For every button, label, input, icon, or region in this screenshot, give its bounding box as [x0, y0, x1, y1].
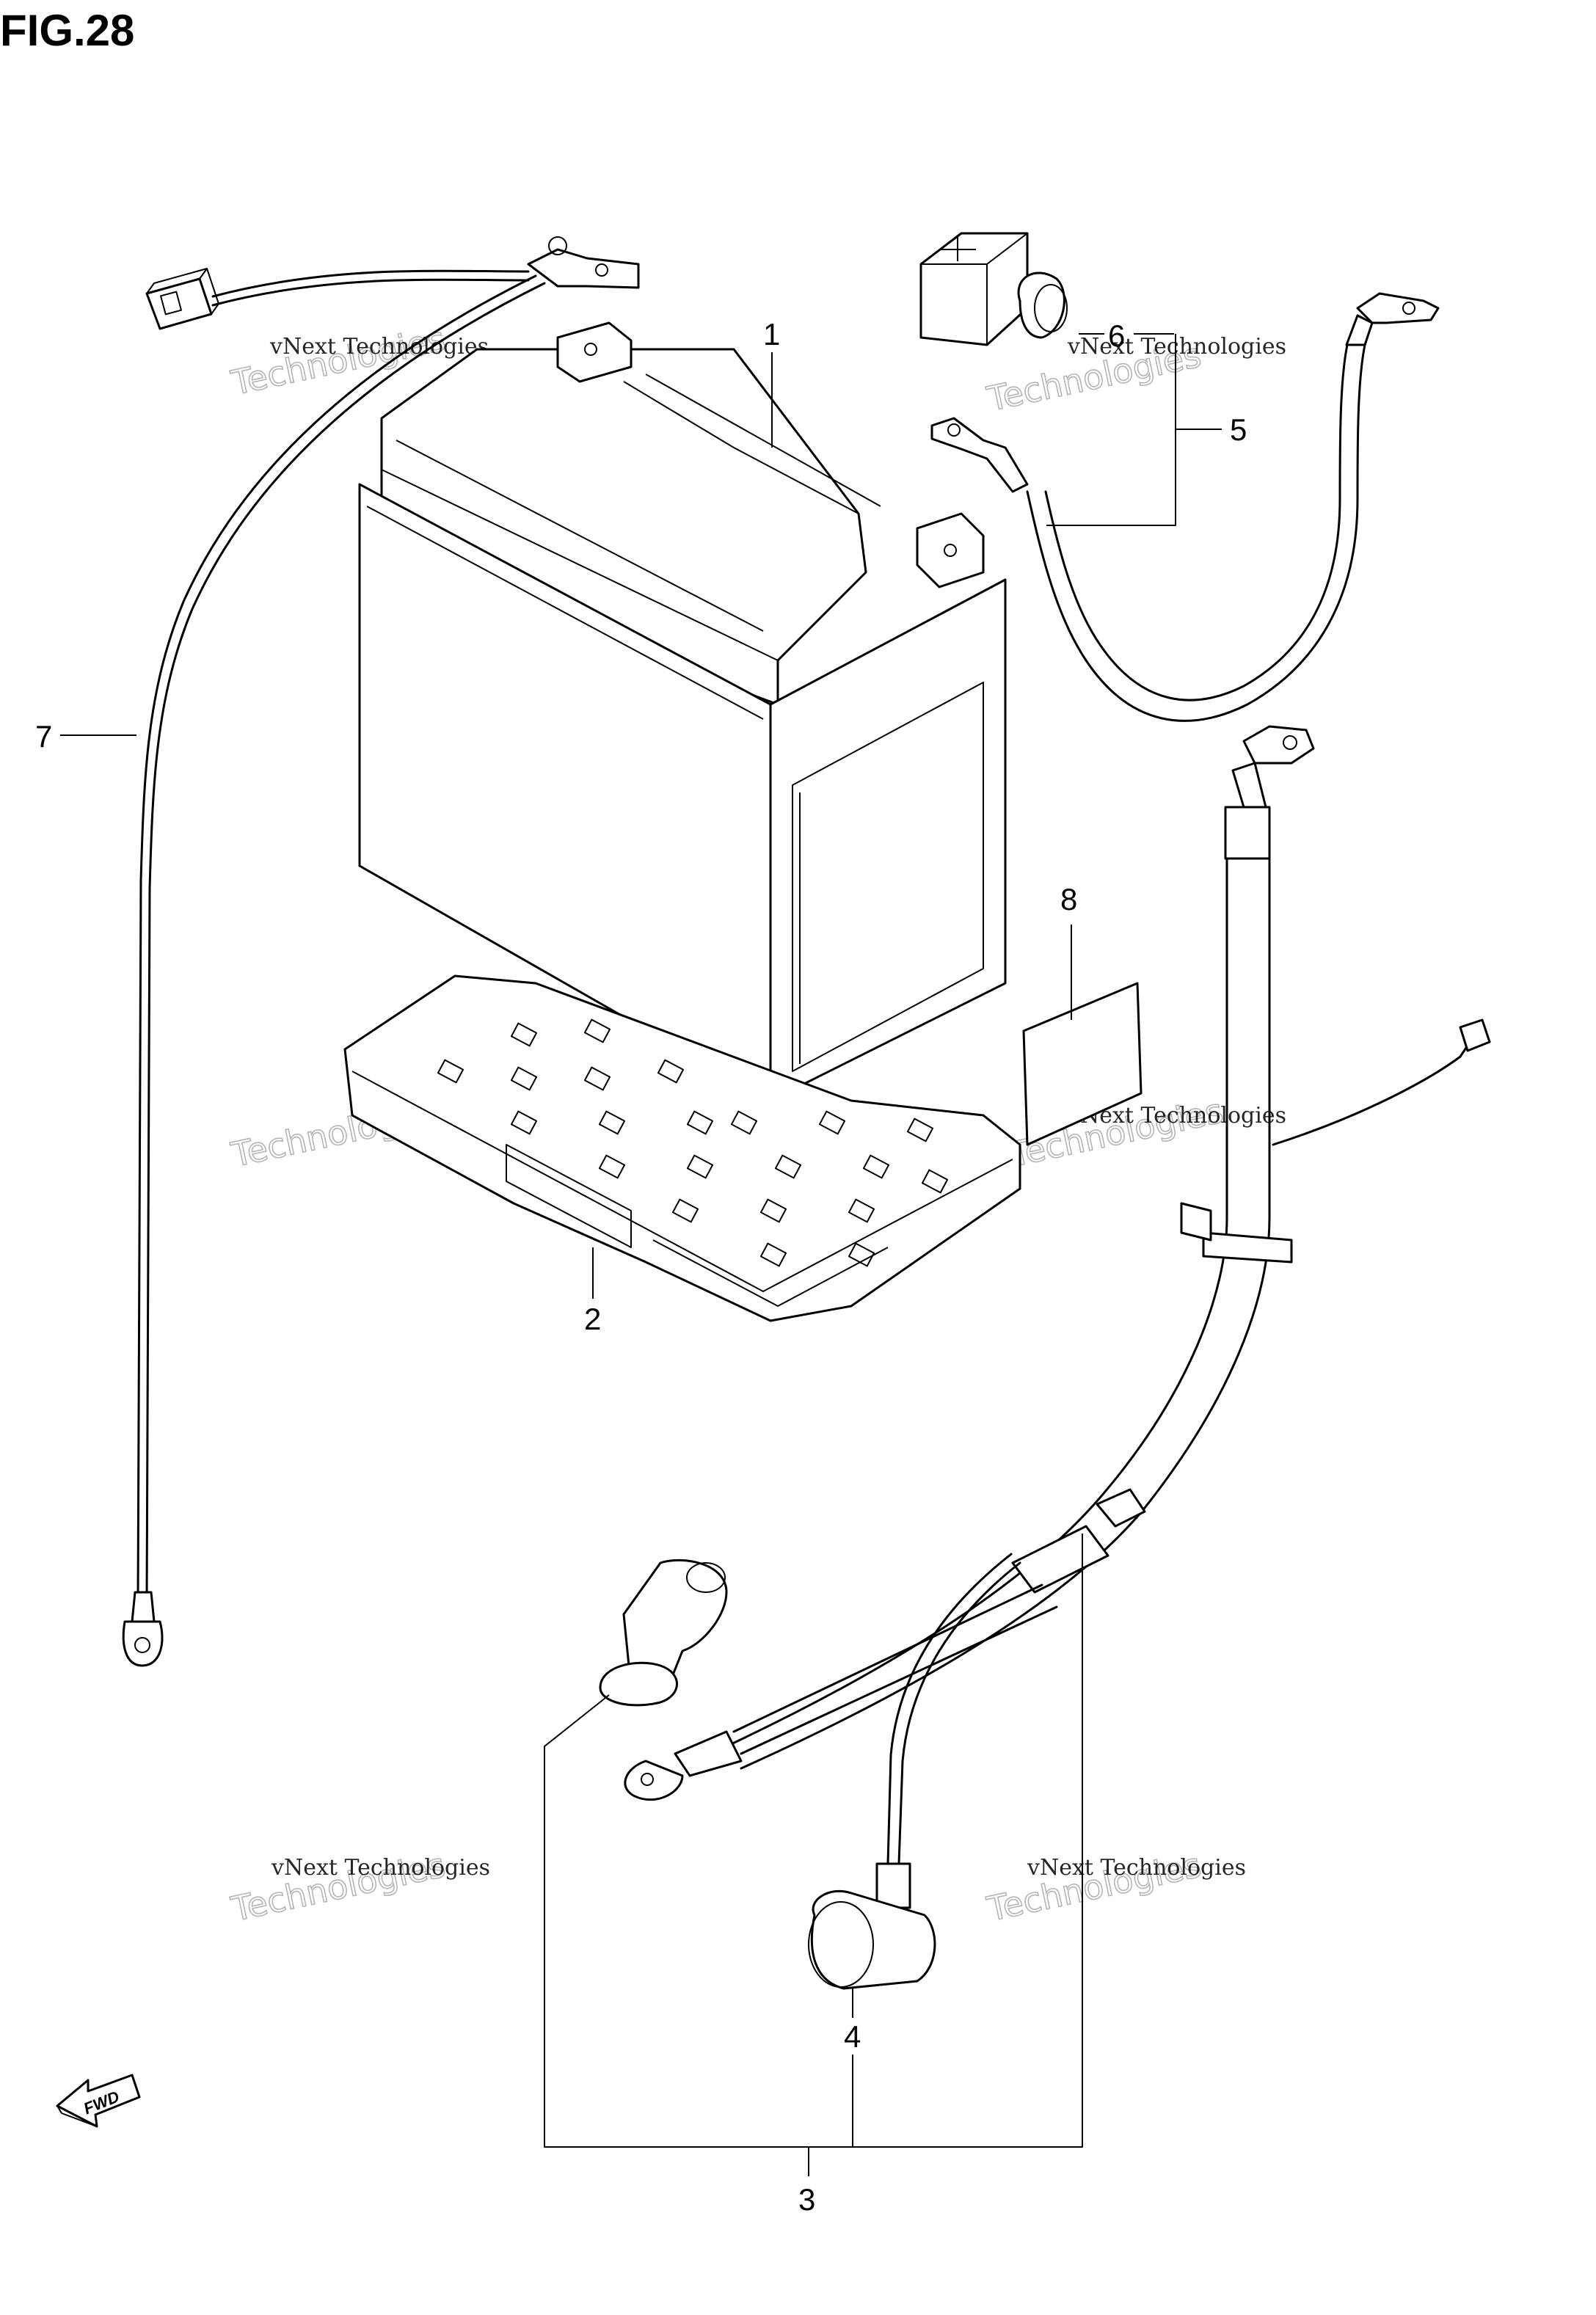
callout-6: 6 — [1108, 318, 1125, 353]
callout-5: 5 — [1230, 412, 1247, 447]
callout-3: 3 — [798, 2182, 815, 2217]
part-6-terminal-cover — [919, 232, 1068, 346]
leader-5 — [1046, 334, 1222, 526]
part-2-tray — [343, 974, 1021, 1322]
svg-text:vNext Technologies: vNext Technologies — [269, 334, 489, 360]
figure-title: FIG.28 — [0, 6, 134, 55]
leader-3-bracket — [544, 1534, 1083, 2148]
callout-7: 7 — [35, 719, 52, 754]
fwd-arrow-icon: FWD — [56, 2074, 141, 2128]
svg-text:Technologies: Technologies — [227, 319, 448, 403]
svg-text:vNext Technologies: vNext Technologies — [1027, 1855, 1246, 1881]
part-3-starter-cable — [599, 725, 1491, 1865]
callout-1: 1 — [763, 317, 780, 351]
part-4-cap — [808, 1862, 936, 1990]
tray-slots — [437, 1018, 949, 1267]
callout-4: 4 — [844, 2019, 861, 2054]
part-7-harness — [122, 236, 640, 1667]
svg-text:vNext Technologies: vNext Technologies — [1067, 334, 1286, 360]
svg-text:vNext Technologies: vNext Technologies — [271, 1855, 490, 1881]
watermark-6: Technologies vNext Technologies — [983, 1845, 1246, 1930]
part-1-battery — [358, 321, 1007, 1102]
watermark-2: Technologies vNext Technologies — [983, 334, 1286, 420]
part-5-cable — [930, 292, 1440, 722]
watermark-5: Technologies vNext Technologies — [227, 1845, 490, 1930]
callout-8: 8 — [1060, 882, 1077, 916]
part-8-label — [1022, 982, 1143, 1146]
callout-2: 2 — [584, 1302, 601, 1336]
